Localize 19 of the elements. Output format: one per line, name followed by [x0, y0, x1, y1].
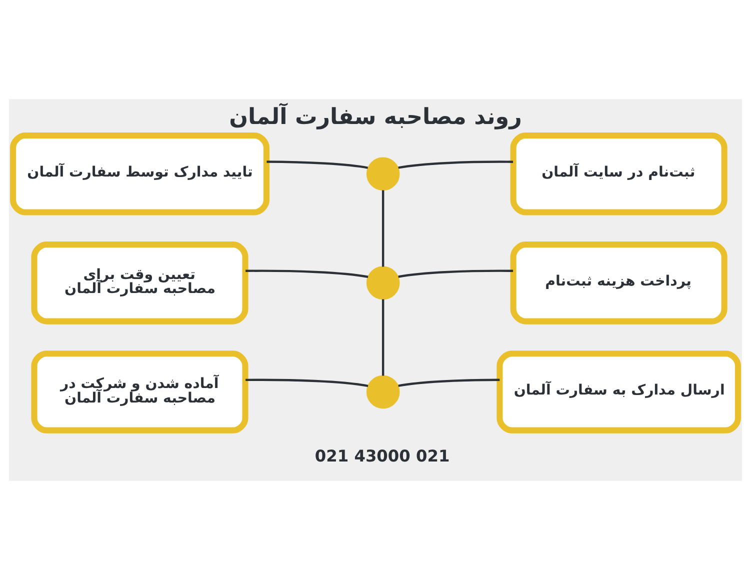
connector — [398, 160, 513, 169]
node-circle — [366, 157, 400, 191]
node-box: ثبت‌نام در سایت آلمان — [510, 132, 727, 216]
node-circle — [366, 266, 400, 300]
node-box: تعیین وقت برای مصاحبه سفارت آلمان — [30, 242, 248, 324]
node-box: پرداخت هزینه ثبت‌نام — [510, 242, 727, 324]
connector — [398, 270, 513, 278]
connector — [266, 160, 368, 169]
diagram-title: روند مصاحبه سفارت آلمان — [228, 104, 522, 130]
connector — [398, 378, 500, 387]
connector — [245, 270, 368, 278]
label: 021 43000 021 — [314, 446, 450, 466]
node-box: تایید مدارک توسط سفارت آلمان — [10, 132, 269, 216]
connector — [245, 378, 368, 387]
node-circle — [366, 375, 400, 409]
node-box: ارسال مدارک به سفارت آلمان — [496, 350, 740, 434]
connector — [381, 190, 384, 267]
connector — [381, 299, 384, 376]
node-box: آماده شدن و شرکت در مصاحبه سفارت آلمان — [30, 350, 248, 434]
